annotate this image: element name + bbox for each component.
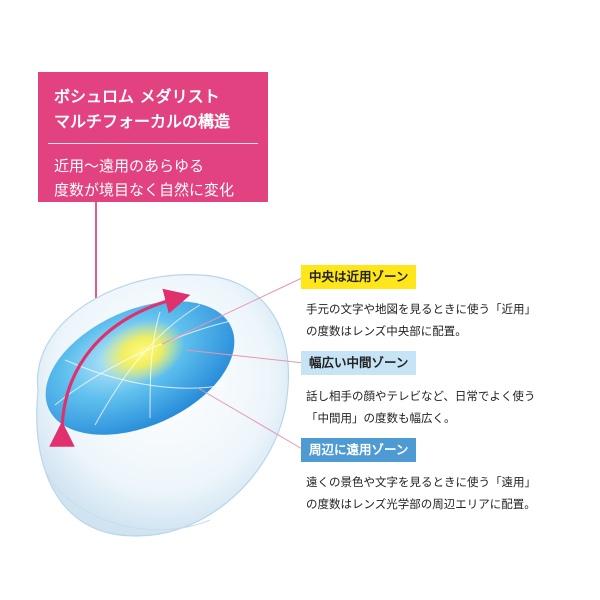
header-subtitle-line2: 度数が境目なく自然に変化 (54, 181, 235, 199)
middle-zone-label: 幅広い中間ゾーン (301, 351, 417, 375)
far-zone-label: 周辺に遠用ゾーン (301, 438, 417, 462)
far-zone-desc-line2: の度数はレンズ光学部の周辺エリアに配置。 (306, 497, 536, 511)
far-zone-description: 遠くの景色や文字を見るときに使う「遠用」 の度数はレンズ光学部の周辺エリアに配置… (306, 471, 596, 515)
near-zone-description: 手元の文字や地図を見るときに使う「近用」 の度数はレンズ中央部に配置。 (306, 298, 596, 342)
leader-line-outer (197, 387, 305, 451)
leader-line-middle (185, 349, 305, 364)
leader-line-center (161, 276, 305, 345)
middle-zone-desc-line1: 話し相手の顔やテレビなど、日常でよく使う (306, 389, 536, 403)
header-title-line1: ボシュロム メダリスト (54, 87, 220, 106)
progression-arrow (49, 288, 191, 447)
middle-zone-description: 話し相手の顔やテレビなど、日常でよく使う 「中間用」の度数も幅広く。 (306, 385, 596, 429)
lens-rim-edge (44, 469, 211, 531)
far-zone-desc-line1: 遠くの景色や文字を見るときに使う「遠用」 (306, 475, 536, 489)
near-zone-desc-line1: 手元の文字や地図を見るときに使う「近用」 (306, 302, 536, 316)
header-divider (48, 143, 258, 144)
header-subtitle-line1: 近用～遠用のあらゆる (54, 157, 205, 175)
header-title-line2: マルチフォーカルの構造 (54, 112, 231, 131)
near-zone-label: 中央は近用ゾーン (301, 265, 417, 289)
middle-zone-desc-line2: 「中間用」の度数も幅広く。 (306, 411, 456, 425)
header-box: ボシュロム メダリスト マルチフォーカルの構造 近用～遠用のあらゆる 度数が境目… (38, 72, 268, 202)
near-zone-desc-line2: の度数はレンズ中央部に配置。 (306, 324, 467, 338)
